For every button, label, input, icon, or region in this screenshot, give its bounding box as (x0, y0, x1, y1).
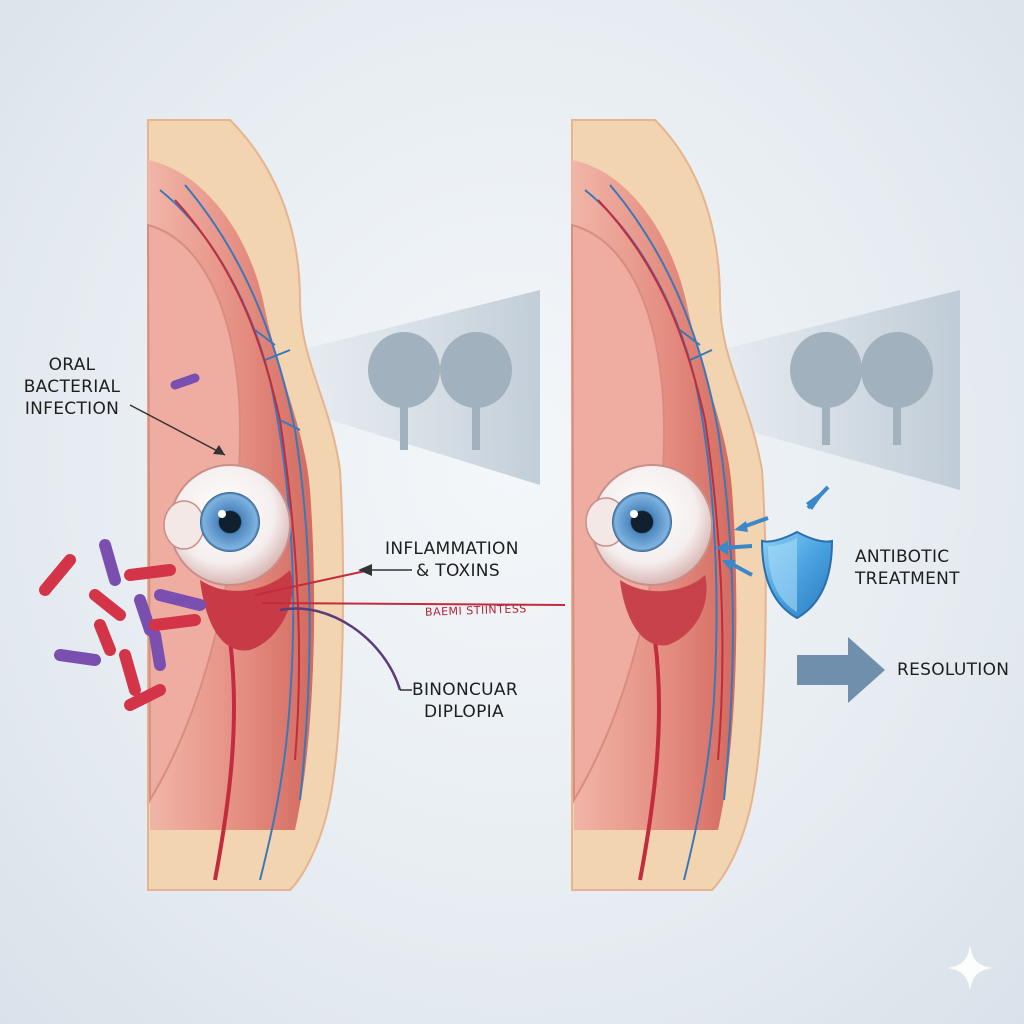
tree-icon (790, 332, 933, 445)
right-healing-tissue (620, 575, 707, 646)
antibiotic-line2: TREATMENT (855, 569, 960, 589)
sparkle-icon (947, 945, 993, 991)
shield-icon (760, 530, 834, 620)
binocular-line2: DIPLOPIA (424, 702, 504, 722)
resolution-label: RESOLUTION (897, 660, 1010, 680)
left-vessels (159, 184, 311, 881)
antibiotic-line1: ANTIBOTIC (855, 547, 950, 567)
eye-icon (163, 464, 291, 586)
binocular-label: BINONCUAR DIPLOPIA (412, 679, 518, 723)
eye-icon (585, 464, 713, 586)
tree-icon (368, 332, 512, 450)
oral-infection-line2: BACTERIAL (23, 377, 121, 397)
right-arrow-icon (797, 637, 885, 703)
right-anatomy-panel (570, 119, 960, 891)
bacteria-icon (39, 373, 206, 711)
left-anatomy-panel (39, 119, 566, 891)
antibiotic-label: ANTIBOTIC TREATMENT (855, 546, 960, 590)
left-inflamed-tissue (200, 570, 293, 651)
inflammation-label: INFLAMMATION & TOXINS (385, 538, 519, 582)
oral-infection-label: ORAL BACTERIAL INFECTION (22, 354, 122, 420)
inflammation-line2: & TOXINS (416, 561, 500, 581)
binocular-line1: BINONCUAR (412, 680, 518, 700)
right-vessels (584, 184, 734, 881)
inflammation-line1: INFLAMMATION (385, 539, 519, 559)
oral-infection-line1: ORAL (48, 355, 96, 375)
oral-infection-line3: INFECTION (24, 399, 120, 419)
left-pointer-lines (129, 404, 566, 691)
treatment-arrows (716, 485, 830, 577)
